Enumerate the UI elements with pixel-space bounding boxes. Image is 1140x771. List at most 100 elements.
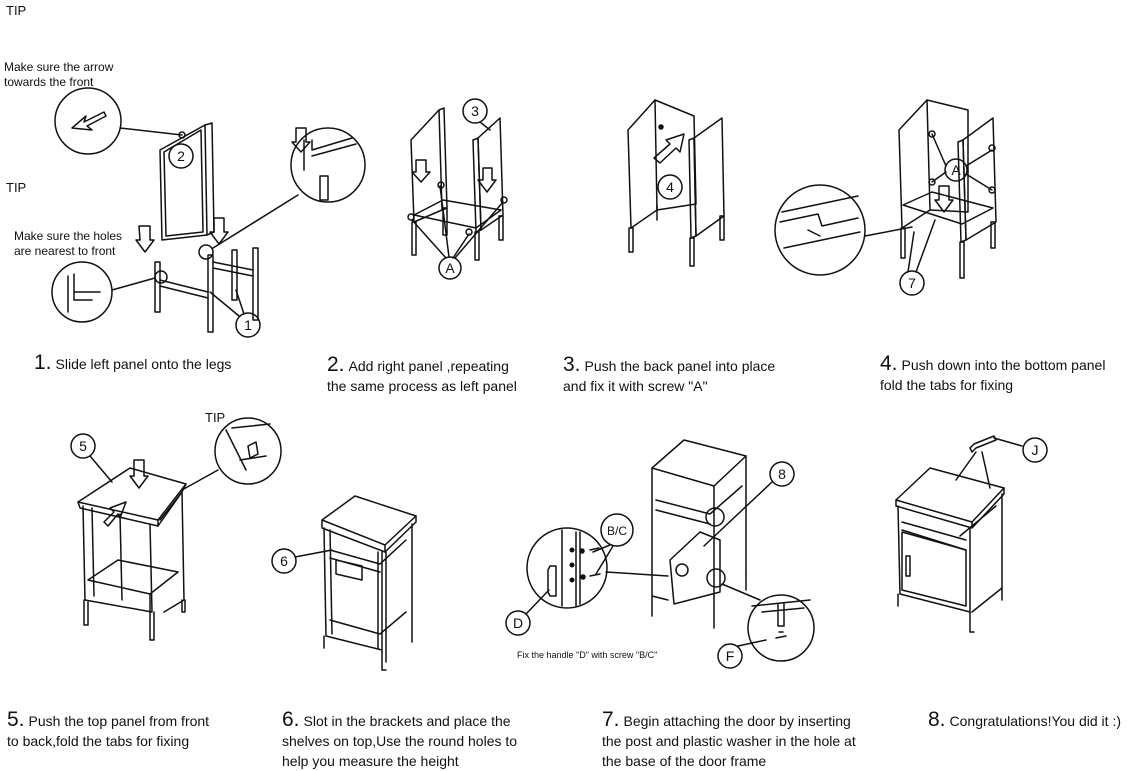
step-text: Begin attaching the door by inserting	[623, 713, 851, 729]
down-arrow-icon	[135, 225, 155, 253]
callout-label: A	[445, 260, 455, 276]
left-panel	[159, 124, 208, 241]
part-5-callout	[70, 433, 96, 459]
step-caption-8: 8.Congratulations!You did it :)	[928, 708, 1138, 731]
callout-label: 2	[177, 148, 185, 164]
callout-label: 3	[471, 103, 479, 119]
callout-label: 8	[778, 466, 786, 482]
part-3-callout	[462, 98, 488, 124]
step-text: fold the tabs for fixing	[880, 377, 1014, 393]
down-arrow-icon	[129, 459, 149, 489]
legs	[897, 587, 1003, 633]
tip-note-line: are nearest to front	[14, 244, 116, 258]
left-panel	[627, 99, 658, 229]
handle-detail-bubble	[526, 527, 608, 609]
tab-detail-bubble	[774, 184, 866, 276]
step-text: Congratulations!You did it :)	[949, 713, 1121, 729]
callout-label: A	[951, 162, 961, 178]
legs	[323, 631, 413, 671]
door-panel	[901, 531, 967, 607]
hole-detail-bubble	[51, 261, 113, 323]
callout-label: 5	[79, 438, 87, 454]
step-caption-1: 1.Slide left panel onto the legs	[34, 351, 314, 374]
down-arrow-icon	[411, 159, 431, 183]
step-number: 8.	[928, 708, 946, 731]
step1-illustration	[51, 87, 366, 338]
step-number: 7.	[602, 708, 620, 731]
step-text: Push down into the bottom panel	[901, 357, 1106, 373]
step-caption-5: 5.Push the top panel from front to back,…	[7, 708, 262, 751]
down-arrow-icon	[209, 217, 229, 245]
arrow-tip-bubble	[54, 87, 122, 155]
washer-f-callout	[717, 643, 743, 669]
part-2-callout	[168, 143, 194, 169]
legs	[411, 207, 504, 261]
callout-label: J	[1032, 442, 1039, 458]
cabinet-top	[651, 439, 747, 487]
handle-icon	[547, 565, 557, 597]
door-panel	[669, 531, 721, 605]
right-panel	[477, 117, 504, 231]
down-arrow-icon	[934, 185, 954, 213]
cabinet-top	[321, 495, 417, 546]
step-caption-3: 3.Push the back panel into place and fix…	[563, 353, 813, 396]
step-text: shelves on top,Use the round holes to	[282, 733, 518, 749]
screw-j-icon	[969, 435, 997, 453]
step-text: help you measure the height	[282, 753, 459, 769]
step-text: Slide left panel onto the legs	[55, 356, 232, 372]
step-text: the post and plastic washer in the hole …	[602, 733, 856, 749]
tip-note-line: Make sure the arrow	[4, 60, 114, 74]
part-8-callout	[769, 461, 795, 487]
callout-label: 1	[244, 317, 252, 333]
part-1-callout	[235, 312, 261, 338]
legs	[83, 599, 186, 641]
step8-illustration	[895, 435, 1048, 633]
leg	[207, 254, 214, 333]
down-arrow-icon	[477, 167, 497, 193]
step3-illustration	[627, 99, 725, 267]
step-number: 5.	[7, 708, 25, 731]
tip-note-line: Make sure the holes	[14, 229, 123, 243]
push-arrow-icon	[103, 501, 127, 527]
step7-illustration	[505, 439, 815, 669]
step-number: 6.	[282, 708, 300, 731]
tip-heading: TIP	[6, 3, 27, 18]
tip-heading: TIP	[205, 410, 226, 425]
handle-note: Fix the handle "D" with screw "B/C"	[517, 650, 658, 660]
step6-illustration	[271, 495, 417, 671]
leg	[252, 247, 259, 321]
callout-label: D	[513, 615, 523, 631]
step-number: 3.	[563, 353, 581, 376]
step-number: 1.	[34, 351, 52, 374]
leg	[154, 261, 161, 313]
step-number: 2.	[327, 353, 345, 376]
step-text: to back,fold the tabs for fixing	[7, 733, 190, 749]
leg	[231, 249, 238, 301]
tab-detail-bubble	[214, 417, 282, 485]
step-caption-7: 7.Begin attaching the door by inserting …	[602, 708, 902, 771]
part-7-callout	[899, 270, 925, 296]
part-4-callout	[657, 174, 683, 200]
callout-label: F	[726, 648, 735, 664]
legs	[628, 204, 725, 267]
screw-bc-callout	[600, 513, 634, 547]
callout-label: 4	[666, 179, 674, 195]
tip-note-holes: Make sure the holes are nearest to front	[14, 229, 122, 259]
tip-note-line: towards the front	[4, 75, 94, 89]
part-6-callout	[271, 548, 297, 574]
part-j-callout	[1022, 437, 1048, 463]
step-number: 4.	[880, 352, 898, 375]
step4-illustration	[774, 99, 997, 296]
tip-note-arrow: Make sure the arrow towards the front	[4, 60, 113, 90]
handle-icon	[905, 555, 911, 577]
front-arrow-icon	[71, 111, 107, 131]
step-text: and fix it with screw "A"	[563, 378, 708, 394]
handle-d-callout	[505, 610, 531, 636]
step-text: the base of the door frame	[602, 753, 767, 769]
step-caption-6: 6.Slot in the brackets and place the she…	[282, 708, 572, 771]
step2-illustration	[407, 98, 508, 280]
step-caption-4: 4.Push down into the bottom panel fold t…	[880, 352, 1135, 395]
step-text: Slot in the brackets and place the	[303, 713, 511, 729]
screw-a-callout	[438, 256, 462, 280]
step5-illustration	[70, 417, 282, 641]
